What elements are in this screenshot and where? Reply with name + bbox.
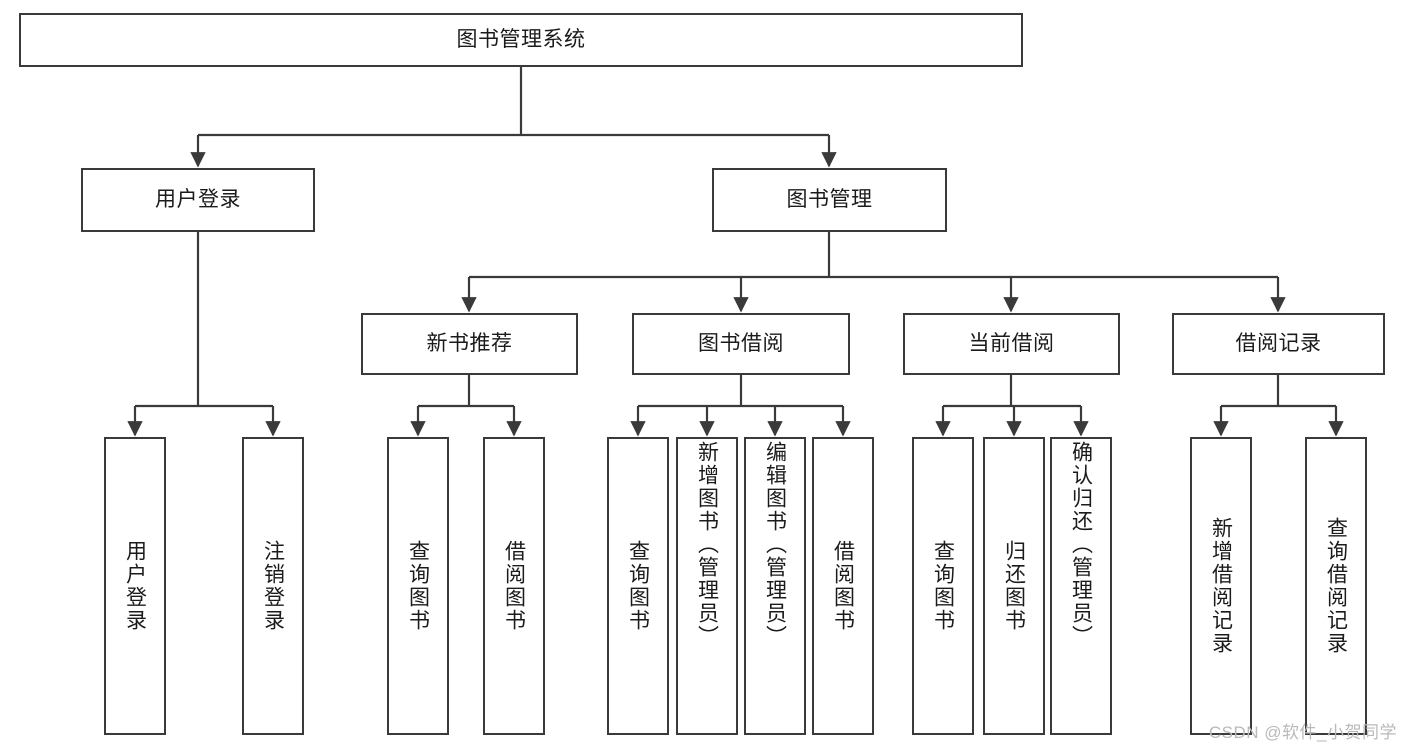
node-level2-0[interactable]: 用户登录: [81, 168, 315, 232]
node-level2-1[interactable]: 图书管理: [712, 168, 947, 232]
node-leaf-10-label: 确认归还（管理员）: [1069, 441, 1093, 648]
node-leaf-1[interactable]: 注销登录: [242, 437, 304, 735]
node-leaf-12-label: 查询借阅记录: [1324, 517, 1348, 655]
node-leaf-8[interactable]: 查询图书: [912, 437, 974, 735]
node-level3-2[interactable]: 当前借阅: [903, 313, 1120, 375]
node-leaf-2-label: 查询图书: [406, 540, 430, 632]
node-leaf-11-label: 新增借阅记录: [1209, 517, 1233, 655]
node-level3-0-label: 新书推荐: [426, 331, 513, 355]
node-leaf-11[interactable]: 新增借阅记录: [1190, 437, 1252, 735]
node-leaf-7-label: 借阅图书: [831, 540, 855, 632]
node-leaf-6-label: 编辑图书（管理员）: [763, 441, 787, 648]
node-leaf-5[interactable]: 新增图书（管理员）: [676, 437, 738, 735]
node-level2-1-label: 图书管理: [786, 187, 873, 211]
node-leaf-8-label: 查询图书: [931, 540, 955, 632]
node-level3-2-label: 当前借阅: [968, 331, 1055, 355]
node-leaf-7[interactable]: 借阅图书: [812, 437, 874, 735]
node-leaf-4-label: 查询图书: [626, 540, 650, 632]
node-level3-1-label: 图书借阅: [698, 331, 784, 355]
node-leaf-9[interactable]: 归还图书: [983, 437, 1045, 735]
node-leaf-5-label: 新增图书（管理员）: [695, 441, 719, 648]
node-root[interactable]: 图书管理系统: [19, 13, 1023, 67]
node-leaf-12[interactable]: 查询借阅记录: [1305, 437, 1367, 735]
node-leaf-0-label: 用户登录: [123, 540, 147, 632]
node-leaf-4[interactable]: 查询图书: [607, 437, 669, 735]
node-leaf-6[interactable]: 编辑图书（管理员）: [744, 437, 806, 735]
node-leaf-10[interactable]: 确认归还（管理员）: [1050, 437, 1112, 735]
node-level3-3[interactable]: 借阅记录: [1172, 313, 1385, 375]
watermark-text: CSDN @软件_小贺同学: [1208, 723, 1397, 742]
node-leaf-9-label: 归还图书: [1002, 540, 1026, 632]
node-leaf-2[interactable]: 查询图书: [387, 437, 449, 735]
node-level3-1[interactable]: 图书借阅: [632, 313, 850, 375]
node-leaf-3-label: 借阅图书: [502, 540, 526, 632]
node-level2-0-label: 用户登录: [155, 187, 241, 211]
node-level3-0[interactable]: 新书推荐: [361, 313, 578, 375]
node-leaf-3[interactable]: 借阅图书: [483, 437, 545, 735]
node-leaf-1-label: 注销登录: [261, 540, 285, 632]
node-level3-3-label: 借阅记录: [1235, 331, 1322, 355]
node-root-label: 图书管理系统: [456, 27, 586, 51]
node-leaf-0[interactable]: 用户登录: [104, 437, 166, 735]
